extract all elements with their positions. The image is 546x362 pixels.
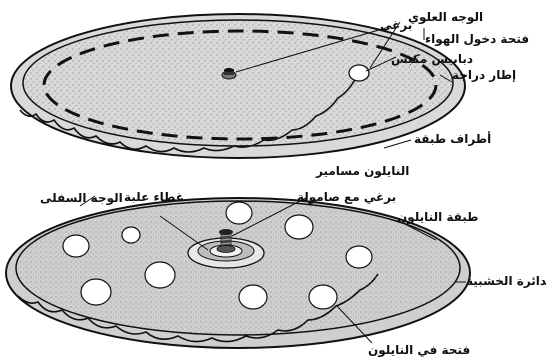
nylon-hole	[145, 262, 175, 288]
label-push-pins: دبابيس مكبس	[391, 52, 473, 66]
label-air-inlet: فتحة دخول الهواء	[425, 32, 529, 46]
label-tin-cover: غطاء علبة	[124, 190, 184, 204]
label-nylon-hole: فتحة في النايلون	[368, 343, 470, 357]
nylon-hole	[309, 285, 337, 309]
upper-disc	[11, 14, 465, 158]
label-lower-face: الوجه السفلى	[40, 191, 123, 205]
label-nylon-layer: طبقة النايلون	[397, 210, 479, 224]
label-bike-tire: إطار دراجة	[452, 68, 516, 82]
nylon-hole	[81, 279, 111, 305]
label-bolt-with-nut: برغي مع صامولة	[297, 190, 396, 204]
nylon-hole	[239, 285, 267, 309]
label-screw: برغي	[380, 18, 412, 32]
label-nylon-nails: النايلون مسامير	[316, 164, 409, 178]
label-layer-edges: أطراف طبقة	[414, 132, 491, 146]
nylon-hole	[63, 235, 89, 257]
nylon-hole	[226, 202, 252, 224]
label-upper-face: الوجه العلوي	[408, 10, 483, 24]
nylon-hole	[122, 227, 140, 243]
label-wooden-ring: الدائرة الخشبية	[466, 274, 546, 288]
air-inlet-hole	[349, 65, 369, 81]
nylon-hole	[346, 246, 372, 268]
upper-screw	[222, 68, 236, 79]
nylon-hole	[285, 215, 313, 239]
